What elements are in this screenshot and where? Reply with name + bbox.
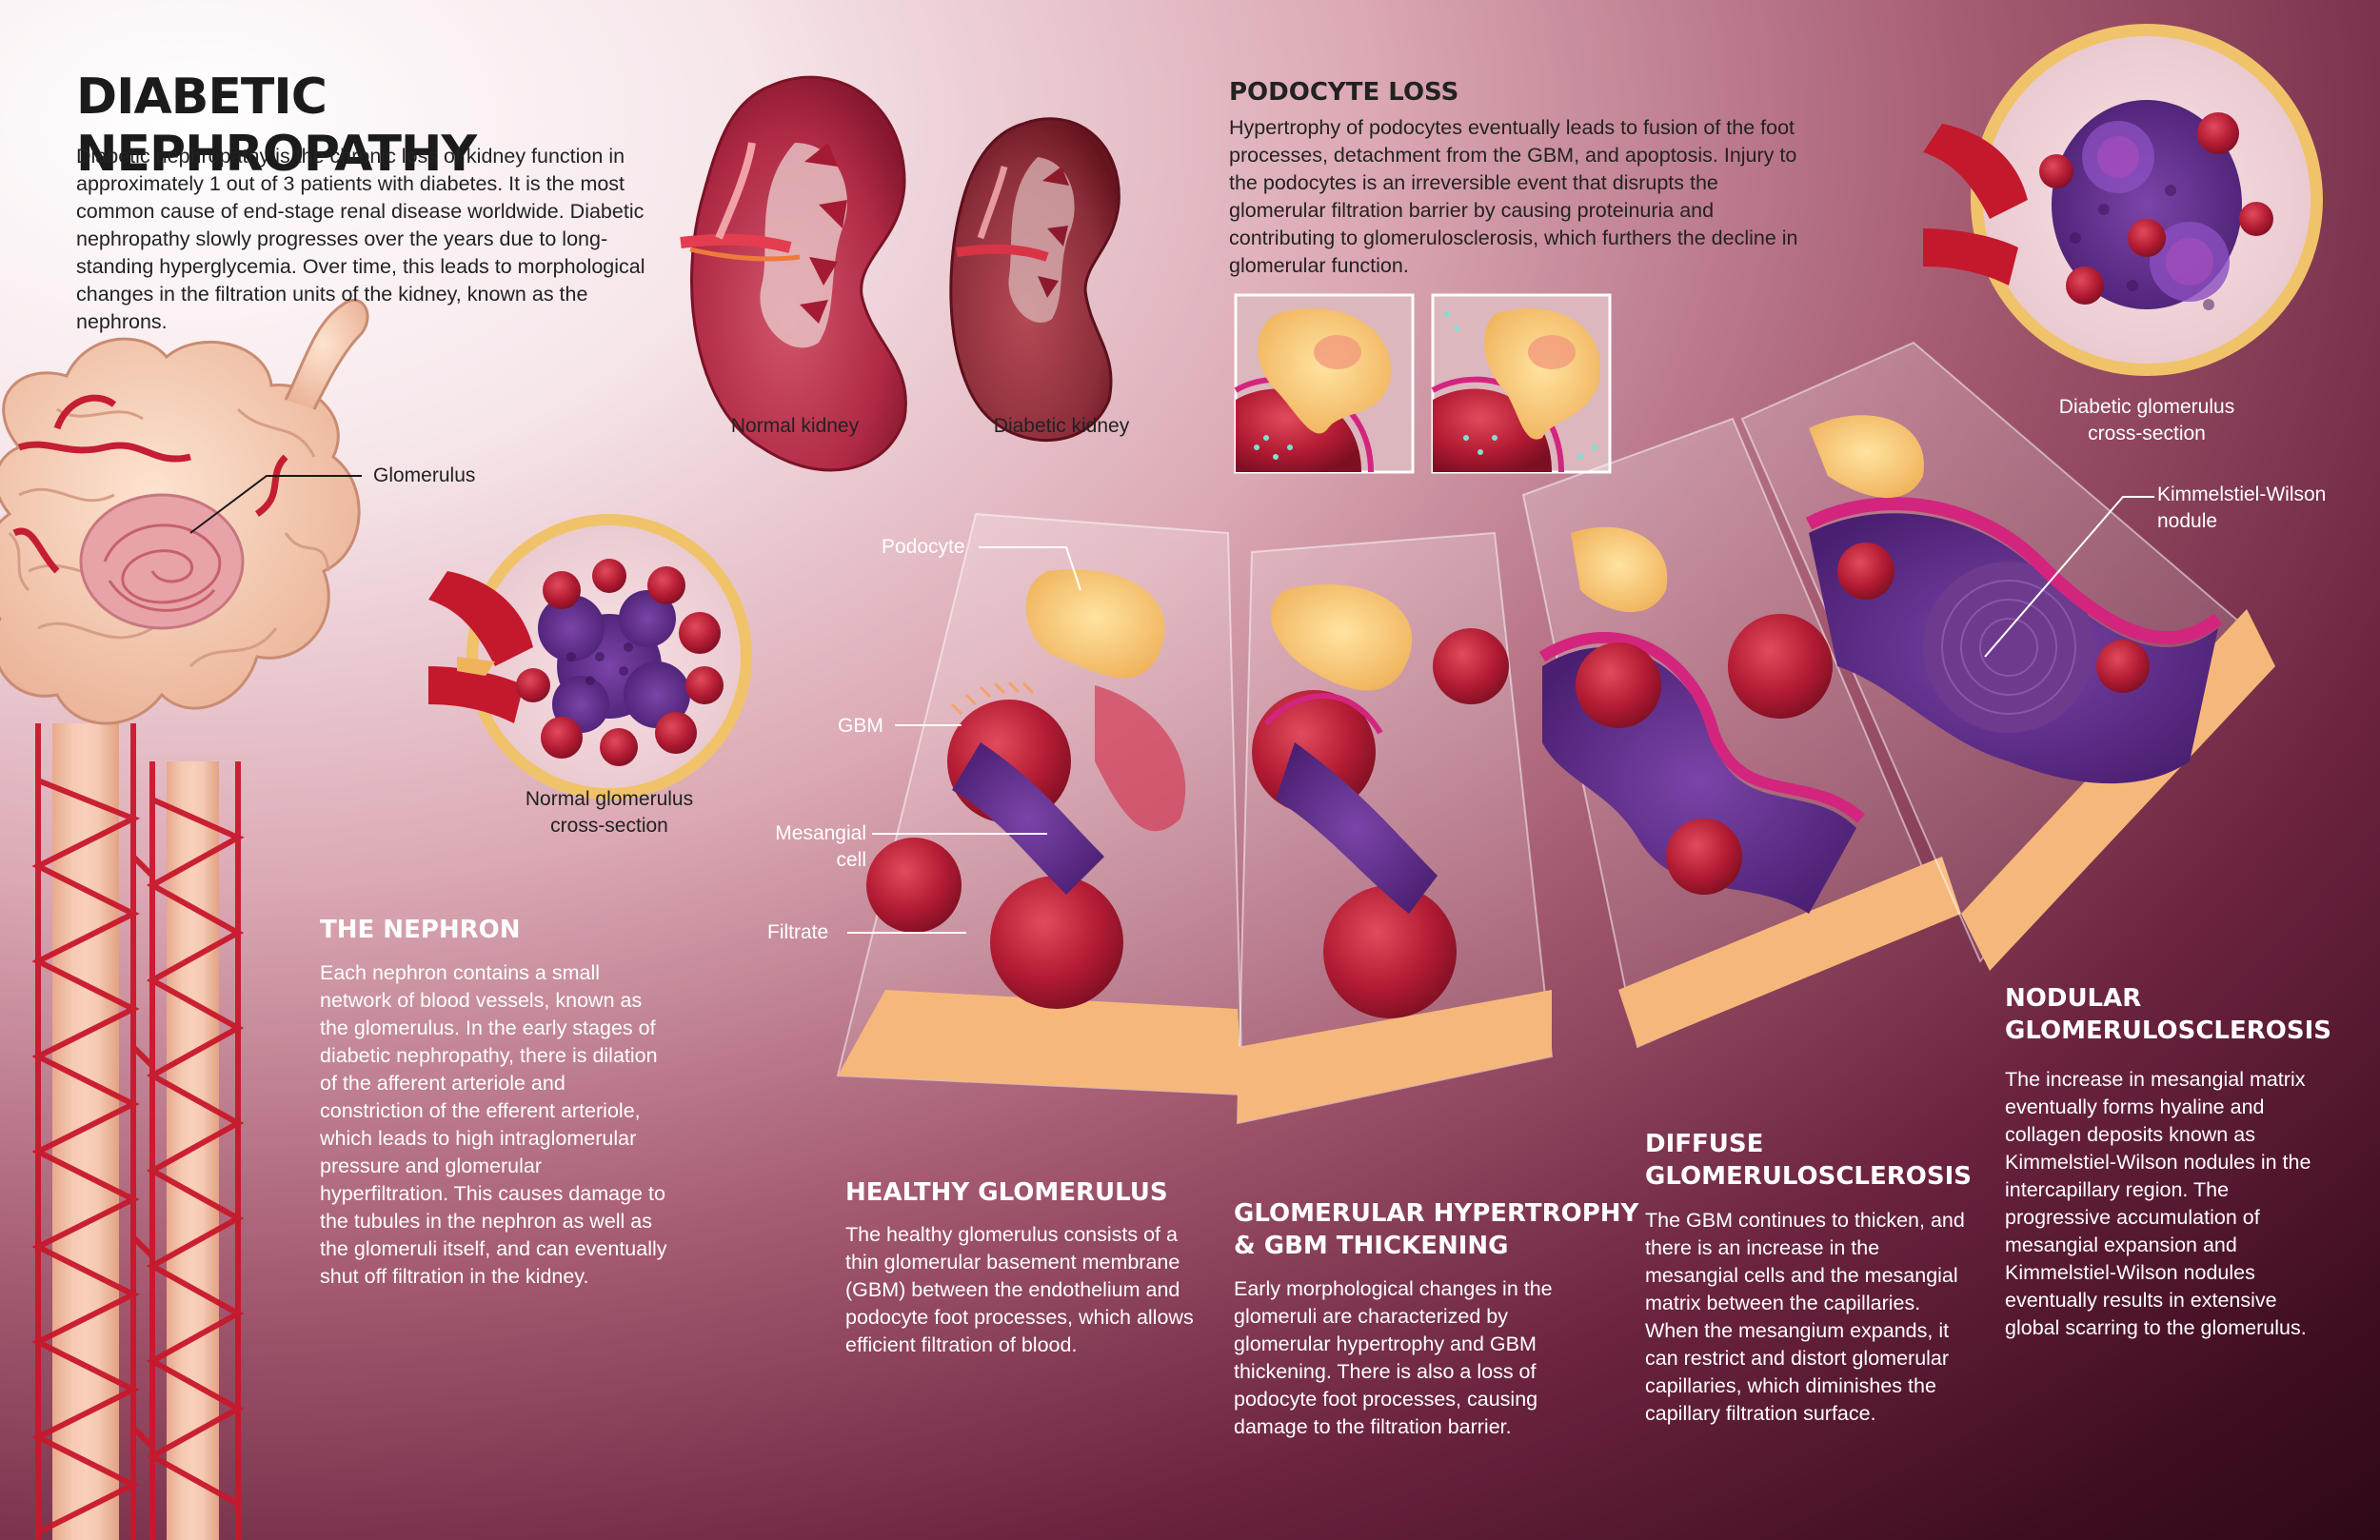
diabetic-glomerulus-label-line-1: Diabetic glomerulus <box>2058 396 2235 418</box>
stage-2-heading: GLOMERULAR HYPERTROPHY & GBM THICKENING <box>1234 1197 1653 1262</box>
diabetic-glomerulus-label-line-2: cross-section <box>2088 423 2206 444</box>
filtrate-label: Filtrate <box>767 921 829 943</box>
stage-4-heading-line-2: GLOMERULOSCLEROSIS <box>2005 1017 2331 1045</box>
stage-3-heading: DIFFUSE GLOMERULOSCLEROSIS <box>1645 1128 2026 1193</box>
stage-2-heading-line-2: & GBM THICKENING <box>1234 1232 1509 1260</box>
glomerulus-tissue-block-3 <box>1521 417 1961 1049</box>
normal-glomerulus-label-line-2: cross-section <box>550 815 668 837</box>
diabetic-glomerulus-label: Diabetic glomerulus cross-section <box>2009 394 2285 447</box>
diabetic-glomerulus-illustration <box>1923 24 2323 376</box>
stage-3-heading-line-2: GLOMERULOSCLEROSIS <box>1645 1162 1972 1191</box>
nephron-text: Each nephron contains a small network of… <box>320 961 667 1288</box>
stage-3-heading-line-1: DIFFUSE <box>1645 1130 1764 1158</box>
stage-4-text: The increase in mesangial matrix eventua… <box>2005 1068 2311 1339</box>
nephron-heading: THE NEPHRON <box>320 916 521 944</box>
stage-3-text: The GBM continues to thicken, and there … <box>1645 1209 1965 1425</box>
glomerulus-tissue-block-4 <box>1740 341 2275 971</box>
podocyte-inset-late <box>1431 293 1612 474</box>
mesangial-cell-label: Mesangial cell <box>762 820 866 874</box>
normal-glomerulus-label-line-1: Normal glomerulus <box>525 788 694 810</box>
glomerulus-label: Glomerulus <box>373 464 476 486</box>
page-title: DIABETIC NEPHROPATHY <box>76 69 477 183</box>
podocyte-loss-text: Hypertrophy of podocytes eventually lead… <box>1229 116 1798 277</box>
stage-2-heading-line-1: GLOMERULAR HYPERTROPHY <box>1234 1199 1639 1228</box>
stage-2-text: Early morphological changes in the glome… <box>1234 1277 1553 1438</box>
stage-1-heading: HEALTHY GLOMERULUS <box>845 1178 1168 1207</box>
podocyte-loss-heading: PODOCYTE LOSS <box>1229 78 1459 107</box>
mesangial-cell-label-line-2: cell <box>836 849 866 871</box>
kw-nodule-label-line-2: nodule <box>2157 510 2218 532</box>
nephron-illustration <box>0 298 369 1540</box>
mesangial-cell-label-line-1: Mesangial <box>775 822 866 844</box>
normal-glomerulus-label: Normal glomerulus cross-section <box>476 786 743 839</box>
stage-1-text: The healthy glomerulus consists of a thi… <box>845 1223 1194 1356</box>
glomerulus-tissue-block-2 <box>1236 531 1554 1125</box>
podocyte-label: Podocyte <box>882 536 965 558</box>
label-leaders <box>847 496 2154 934</box>
stage-4-heading-line-1: NODULAR <box>2005 984 2142 1013</box>
gbm-label: GBM <box>838 715 883 737</box>
podocyte-inset-early <box>1234 293 1415 474</box>
normal-kidney-illustration <box>680 75 907 472</box>
stage-4-heading: NODULAR GLOMERULOSCLEROSIS <box>2005 982 2376 1047</box>
kw-nodule-label: Kimmelstiel-Wilson nodule <box>2157 482 2376 535</box>
diabetic-kidney-label: Diabetic kidney <box>993 415 1130 437</box>
glomerulus-tissue-block-1 <box>836 512 1244 1096</box>
normal-kidney-label: Normal kidney <box>730 415 860 437</box>
diabetic-kidney-illustration <box>949 117 1121 443</box>
intro-text: Diabetic nephropathy is the chronic loss… <box>76 145 645 333</box>
kw-nodule-label-line-1: Kimmelstiel-Wilson <box>2157 484 2327 505</box>
normal-glomerulus-illustration <box>428 514 752 800</box>
